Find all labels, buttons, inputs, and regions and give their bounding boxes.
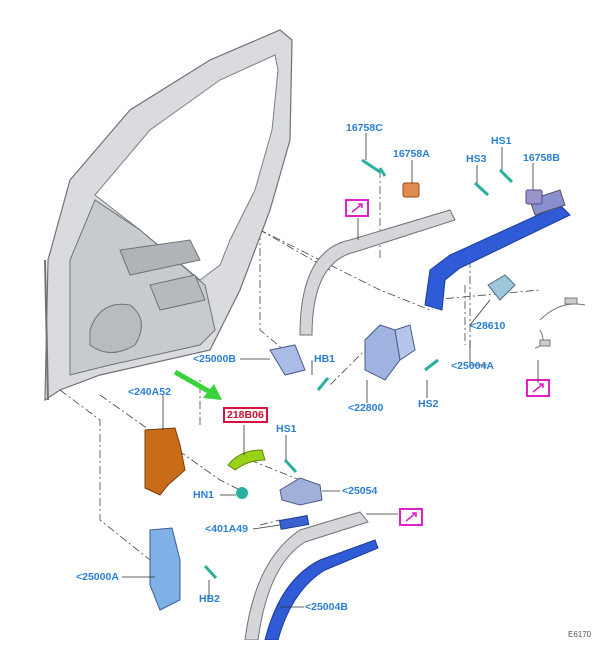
hinge-upper: [364, 324, 416, 381]
screw-hs2: [424, 358, 439, 372]
window-glass-run: [299, 209, 456, 336]
label-16758b: 16758B: [523, 152, 560, 164]
hinge-25000a: [149, 527, 181, 611]
label-25054: <25054: [342, 485, 378, 497]
bracket-25054: [279, 477, 323, 506]
label-hs1-mid: HS1: [276, 423, 297, 435]
label-25000b: <25000B: [193, 353, 236, 365]
label-240a52: <240A52: [128, 386, 171, 398]
leader-lines: [122, 133, 539, 608]
label-401a49: <401A49: [205, 523, 248, 535]
callout-box-bottom: [399, 508, 423, 526]
label-25004a: <25004A: [451, 360, 494, 372]
screw-hs1-top: [498, 168, 514, 184]
lower-run-grey: [244, 511, 369, 641]
label-hn1: HN1: [193, 489, 215, 501]
label-25004b: <25004B: [305, 601, 348, 613]
drawing-code: E6170: [568, 630, 592, 639]
latch-28610: [487, 274, 516, 301]
label-hs3: HS3: [466, 153, 487, 165]
nut-hn1: [236, 487, 248, 499]
lower-channel-25004b: [264, 539, 379, 641]
part-240a52: [144, 427, 186, 496]
label-218b06-highlighted: 218B06: [223, 407, 268, 423]
strip-401a49: [278, 515, 310, 530]
label-hb2: HB2: [199, 593, 221, 605]
door-panel: [44, 29, 293, 402]
screw-hs1-mid: [283, 458, 298, 474]
callout-box-top: [345, 199, 369, 217]
label-22800: <22800: [348, 402, 384, 414]
clip-16758b: [525, 189, 543, 205]
green-pointer-arrow: [173, 369, 222, 400]
label-16758a: 16758A: [393, 148, 430, 160]
handle-218b06: [227, 449, 266, 471]
screw-16758c: [361, 158, 387, 177]
label-25000a: <25000A: [76, 571, 119, 583]
cable-assembly: [534, 297, 586, 349]
assembly-dashed-lines: [59, 149, 541, 561]
label-hb1: HB1: [314, 353, 336, 365]
label-16758c: 16758C: [346, 122, 383, 134]
check-strap-25000b: [269, 344, 306, 376]
upper-channel-blue: [424, 189, 571, 311]
screw-hb2: [203, 564, 218, 580]
screw-hb1: [316, 377, 330, 391]
screw-hs3: [473, 181, 490, 197]
label-hs1-top: HS1: [491, 135, 512, 147]
clip-16758a: [402, 182, 420, 198]
label-hs2: HS2: [418, 398, 439, 410]
label-28610: <28610: [470, 320, 506, 332]
